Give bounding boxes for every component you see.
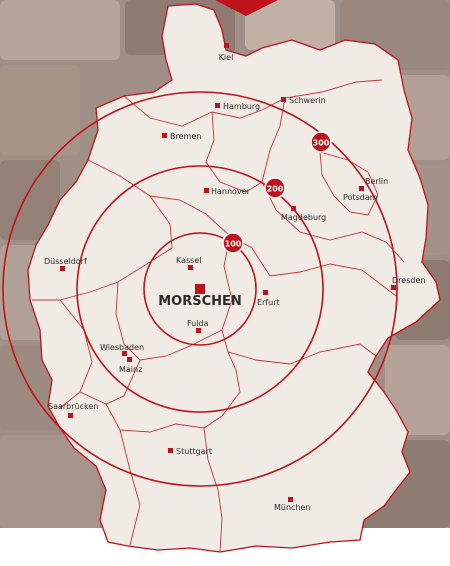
city-marker-wiesbaden xyxy=(122,351,127,356)
city-marker-magdeburg xyxy=(291,206,296,211)
city-label-muenchen: München xyxy=(274,503,311,512)
ring-label-100-text: 100 xyxy=(225,240,242,249)
ring-label-200-text: 200 xyxy=(267,185,284,194)
ring-label-300: 300 xyxy=(310,131,332,153)
top-marker-shape xyxy=(215,0,278,16)
city-label-kassel: Kassel xyxy=(176,256,202,265)
ring-label-300-text: 300 xyxy=(313,139,330,148)
city-marker-mainz xyxy=(127,357,132,362)
city-label-erfurt: Erfurt xyxy=(257,298,280,307)
ring-100km xyxy=(143,232,257,346)
city-marker-hamburg xyxy=(215,103,220,108)
city-marker-muenchen xyxy=(288,497,293,502)
ring-label-100: 100 xyxy=(222,232,244,254)
city-label-saarbruecken: Saarbrücken xyxy=(48,402,98,411)
germany-outline xyxy=(27,3,441,553)
city-label-potsdam: Potsdam xyxy=(343,193,378,202)
city-label-kiel: Kiel xyxy=(219,53,234,62)
city-label-hannover: Hannover xyxy=(211,187,251,196)
city-label-duesseldorf: Düsseldorf xyxy=(44,257,87,266)
city-label-magdeburg: Magdeburg xyxy=(281,213,326,222)
center-marker xyxy=(195,284,205,294)
city-label-bremen: Bremen xyxy=(170,132,201,141)
city-markers xyxy=(60,43,396,502)
city-marker-saarbruecken xyxy=(68,413,73,418)
city-marker-fulda xyxy=(196,328,201,333)
city-marker-berlin xyxy=(359,186,364,191)
city-label-berlin: Berlin xyxy=(365,177,388,186)
city-marker-schwerin xyxy=(281,97,286,102)
city-label-schwerin: Schwerin xyxy=(289,96,326,105)
city-marker-dresden xyxy=(391,285,396,290)
city-label-hamburg: Hamburg xyxy=(223,102,260,111)
city-marker-stuttgart xyxy=(168,448,173,453)
city-label-fulda: Fulda xyxy=(187,319,209,328)
city-label-wiesbaden: Wiesbaden xyxy=(100,343,144,352)
ring-300km xyxy=(2,91,398,487)
ring-200km xyxy=(76,165,324,413)
distance-rings xyxy=(2,91,398,487)
city-label-mainz: Mainz xyxy=(119,365,142,374)
city-marker-bremen xyxy=(162,133,167,138)
center-label: MORSCHEN xyxy=(158,294,242,309)
state-borders xyxy=(32,79,405,553)
city-marker-duesseldorf xyxy=(60,266,65,271)
city-label-dresden: Dresden xyxy=(392,276,425,285)
ring-label-200: 200 xyxy=(264,177,286,199)
city-marker-kiel xyxy=(224,43,229,48)
city-label-stuttgart: Stuttgart xyxy=(176,447,212,456)
city-marker-hannover xyxy=(204,188,209,193)
city-marker-kassel xyxy=(188,265,193,270)
city-marker-erfurt xyxy=(263,290,268,295)
